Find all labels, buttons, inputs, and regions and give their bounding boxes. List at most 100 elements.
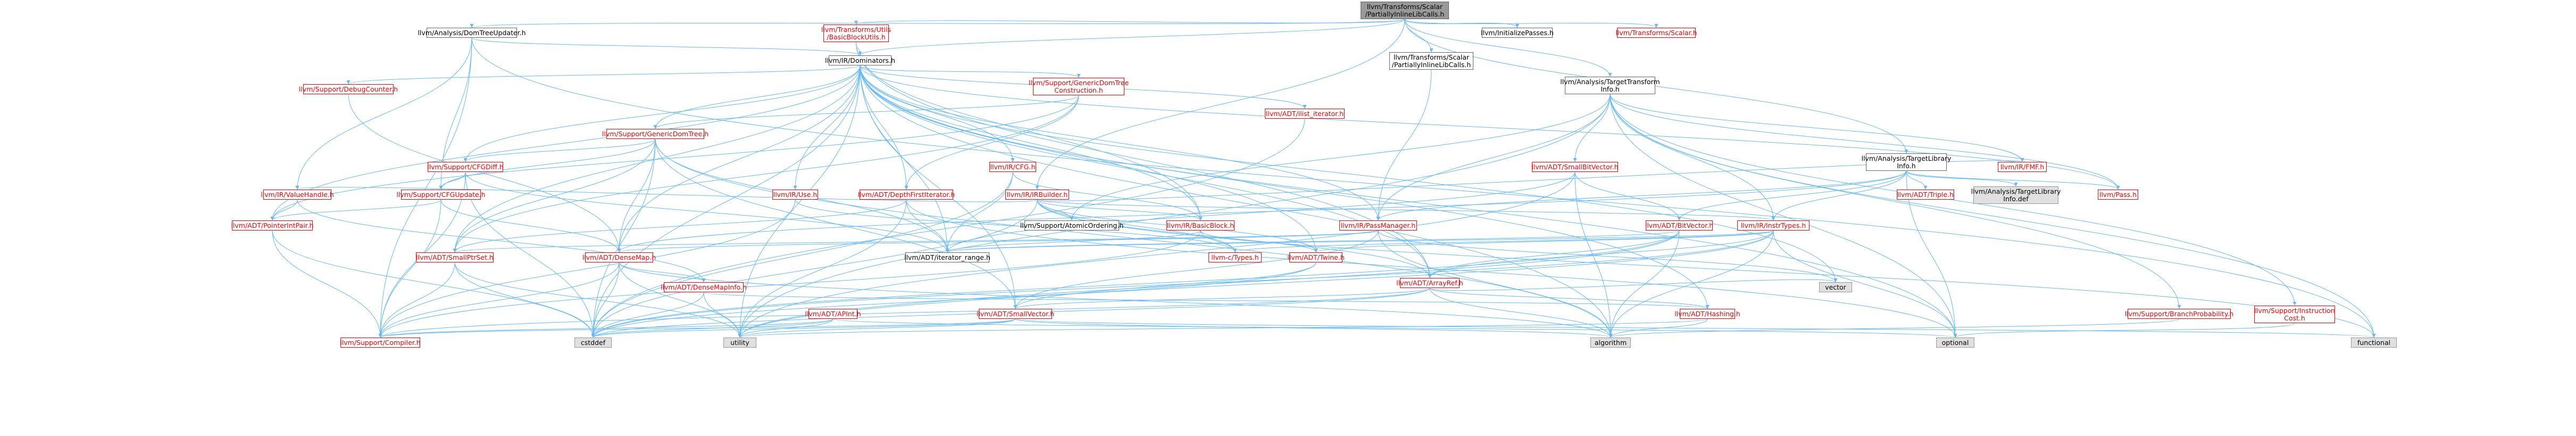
node-label: llvm/ADT/ArrayRef.h (1396, 278, 1463, 287)
node-label: llvm/ADT/PointerIntPair.h (231, 221, 314, 229)
edge-cfgupdate-to-compiler (378, 199, 441, 338)
node-smallbitvector[interactable]: llvm/ADT/SmallBitVector.h (1531, 162, 1619, 172)
edge-smallvector-to-functional (1015, 318, 2375, 338)
edge-arrayref-to-vector (1429, 278, 1838, 291)
node-label: algorithm (1594, 338, 1627, 347)
node-smallvector[interactable]: llvm/ADT/SmallVector.h (977, 309, 1054, 319)
edge-dominators-to-ir_cfg (860, 65, 1015, 162)
node-cstddef[interactable]: cstddef (574, 338, 612, 348)
node-ir-cfg[interactable]: llvm/IR/CFG.h (989, 162, 1036, 172)
node-genericdomtree[interactable]: llvm/Support/GenericDomTree.h (602, 129, 708, 139)
edge-depthfirst-to-smallptrset (453, 199, 907, 253)
edge-targettransforminfo-to-ir_pass (1610, 94, 2120, 190)
edge-gdtconstruction-to-genericdomtree (653, 95, 1079, 129)
node-label: llvm/Transforms/Scalar /PartiallyInlineL… (1391, 53, 1471, 69)
edge-arrayref-to-smallvector (1013, 287, 1430, 309)
node-utility[interactable]: utility (723, 338, 756, 348)
edge-domtreeupdater-to-valuehandle (295, 37, 472, 190)
node-basicblockutils[interactable]: llvm/Transforms/Utils /BasicBlockUtils.h (821, 24, 891, 42)
node-label: llvm/IR/IRBuilder.h (1006, 190, 1068, 199)
node-densemap[interactable]: llvm/ADT/DenseMap.h (582, 252, 656, 262)
node-optional[interactable]: optional (1936, 338, 1974, 348)
node-label: optional (1941, 338, 1969, 347)
node-label: llvm/Transforms/Scalar /PartiallyInlineL… (1365, 2, 1445, 18)
edge-root-to-irbuilder (1035, 19, 1405, 190)
node-valuehandle[interactable]: llvm/IR/ValueHandle.h (261, 190, 334, 200)
edge-root-to-dominators (858, 19, 1405, 56)
node-algorithm[interactable]: algorithm (1590, 338, 1631, 348)
edge-targetlibraryinfo-to-triple (1906, 170, 1928, 190)
edge-domtreeupdater-to-compiler (378, 37, 472, 338)
node-functional[interactable]: functional (2351, 338, 2397, 348)
edge-densemapinfo-to-hashing (703, 292, 1709, 309)
edge-targettransforminfo-to-utility (738, 94, 1611, 338)
node-passmanager[interactable]: llvm/IR/PassManager.h (1339, 220, 1417, 231)
edge-cfgupdate-to-densemap (440, 199, 621, 253)
node-cfgdiff[interactable]: llvm/Support/CFGDiff.h (427, 162, 504, 172)
node-ir-fmf[interactable]: llvm/IR/FMF.h (1998, 162, 2047, 172)
node-apint[interactable]: llvm/ADT/APInt.h (805, 309, 861, 319)
node-depthfirst[interactable]: llvm/ADT/DepthFirstIterator.h (858, 190, 955, 200)
node-tli-def[interactable]: llvm/Analysis/TargetLibrary Info.def (1971, 186, 2061, 204)
node-hashing[interactable]: llvm/ADT/Hashing.h (1674, 309, 1740, 319)
node-basicblock[interactable]: llvm/IR/BasicBlock.h (1166, 220, 1235, 231)
node-instcost[interactable]: llvm/Support/Instruction Cost.h (2254, 306, 2335, 323)
edge-gdtconstruction-to-smallptrset (453, 95, 1079, 253)
node-ir-pass[interactable]: llvm/Pass.h (2098, 190, 2138, 200)
node-arrayref[interactable]: llvm/ADT/ArrayRef.h (1396, 278, 1463, 288)
node-c-types[interactable]: llvm-c/Types.h (1208, 252, 1262, 262)
edge-targettransforminfo-to-insttypes (1610, 94, 1775, 221)
node-label: llvm/ADT/DenseMapInfo.h (661, 283, 747, 291)
node-gdtconstruction[interactable]: llvm/Support/GenericDomTree Construction… (1029, 78, 1129, 95)
edge-valuehandle-to-pointerintpair (270, 199, 298, 221)
edge-dominators-to-ir_use (793, 65, 861, 190)
node-compiler[interactable]: llvm/Support/Compiler.h (340, 338, 421, 348)
edge-instcost-to-optional (1953, 323, 2295, 338)
node-label: llvm/Pass.h (2099, 190, 2137, 199)
node-label: llvm/InitializePasses.h (1481, 28, 1554, 37)
node-ir-use[interactable]: llvm/IR/Use.h (772, 190, 818, 200)
edge-targetlibraryinfo-to-tli_def (1906, 170, 2018, 187)
node-label: llvm/ADT/SmallBitVector.h (1531, 162, 1619, 171)
node-label: llvm/Analysis/TargetLibrary Info.def (1971, 187, 2061, 203)
node-pointerintpair[interactable]: llvm/ADT/PointerIntPair.h (231, 220, 314, 231)
edge-insttypes-to-algorithm (1608, 230, 1774, 338)
edge-dominators-to-genericdomtree (653, 65, 861, 129)
edge-smallptrset-to-utility (454, 262, 742, 338)
node-bitvector[interactable]: llvm/ADT/BitVector.h (1645, 220, 1714, 231)
node-label: llvm/ADT/BitVector.h (1645, 221, 1714, 229)
node-label: llvm/ADT/SmallPtrSet.h (416, 253, 494, 261)
edge-layer (270, 19, 2376, 338)
node-branchprob[interactable]: llvm/Support/BranchProbability.h (2125, 309, 2233, 319)
node-densemapinfo[interactable]: llvm/ADT/DenseMapInfo.h (661, 282, 747, 292)
node-irbuilder[interactable]: llvm/IR/IRBuilder.h (1005, 190, 1069, 200)
node-twine[interactable]: llvm/ADT/Twine.h (1287, 252, 1345, 262)
node-smallptrset[interactable]: llvm/ADT/SmallPtrSet.h (416, 252, 494, 262)
edge-smallvector-to-utility (738, 318, 1016, 338)
node-insttypes[interactable]: llvm/IR/InstrTypes.h (1737, 220, 1810, 231)
node-atomicordering[interactable]: llvm/Support/AtomicOrdering.h (1020, 220, 1123, 231)
edge-insttypes-to-optional (1773, 230, 1957, 338)
node-pilc[interactable]: llvm/Transforms/Scalar /PartiallyInlineL… (1389, 52, 1473, 70)
edge-irbuilder-to-insttypes (1037, 199, 1775, 221)
node-vector[interactable]: vector (1819, 282, 1852, 292)
node-ilist-iterator[interactable]: llvm/ADT/ilist_iterator.h (1265, 109, 1345, 119)
node-targettransforminfo[interactable]: llvm/Analysis/TargetTransform Info.h (1560, 77, 1660, 94)
node-iterator-range[interactable]: llvm/ADT/iterator_range.h (904, 252, 990, 262)
node-dominators[interactable]: llvm/IR/Dominators.h (825, 55, 895, 65)
node-label: llvm/ADT/Triple.h (1897, 190, 1954, 199)
node-debugcounter[interactable]: llvm/Support/DebugCounter.h (299, 84, 398, 94)
node-label: llvm/ADT/ilist_iterator.h (1265, 109, 1344, 118)
node-transforms-scalar[interactable]: llvm/Transforms/Scalar.h (1615, 28, 1697, 38)
node-initializepasses[interactable]: llvm/InitializePasses.h (1481, 28, 1554, 38)
node-label: cstddef (580, 338, 606, 347)
edge-ir_use-to-compiler (378, 199, 796, 338)
node-triple[interactable]: llvm/ADT/Triple.h (1897, 190, 1954, 200)
edge-smallbitvector-to-utility (738, 171, 1575, 338)
node-domtreeupdater[interactable]: llvm/Analysis/DomTreeUpdater.h (418, 28, 526, 38)
node-cfgupdate[interactable]: llvm/Support/CFGUpdate.h (396, 190, 486, 200)
node-root[interactable]: llvm/Transforms/Scalar /PartiallyInlineL… (1361, 2, 1449, 19)
node-label: llvm/ADT/Hashing.h (1674, 309, 1740, 318)
node-targetlibraryinfo[interactable]: llvm/Analysis/TargetLibrary Info.h (1862, 153, 1951, 171)
